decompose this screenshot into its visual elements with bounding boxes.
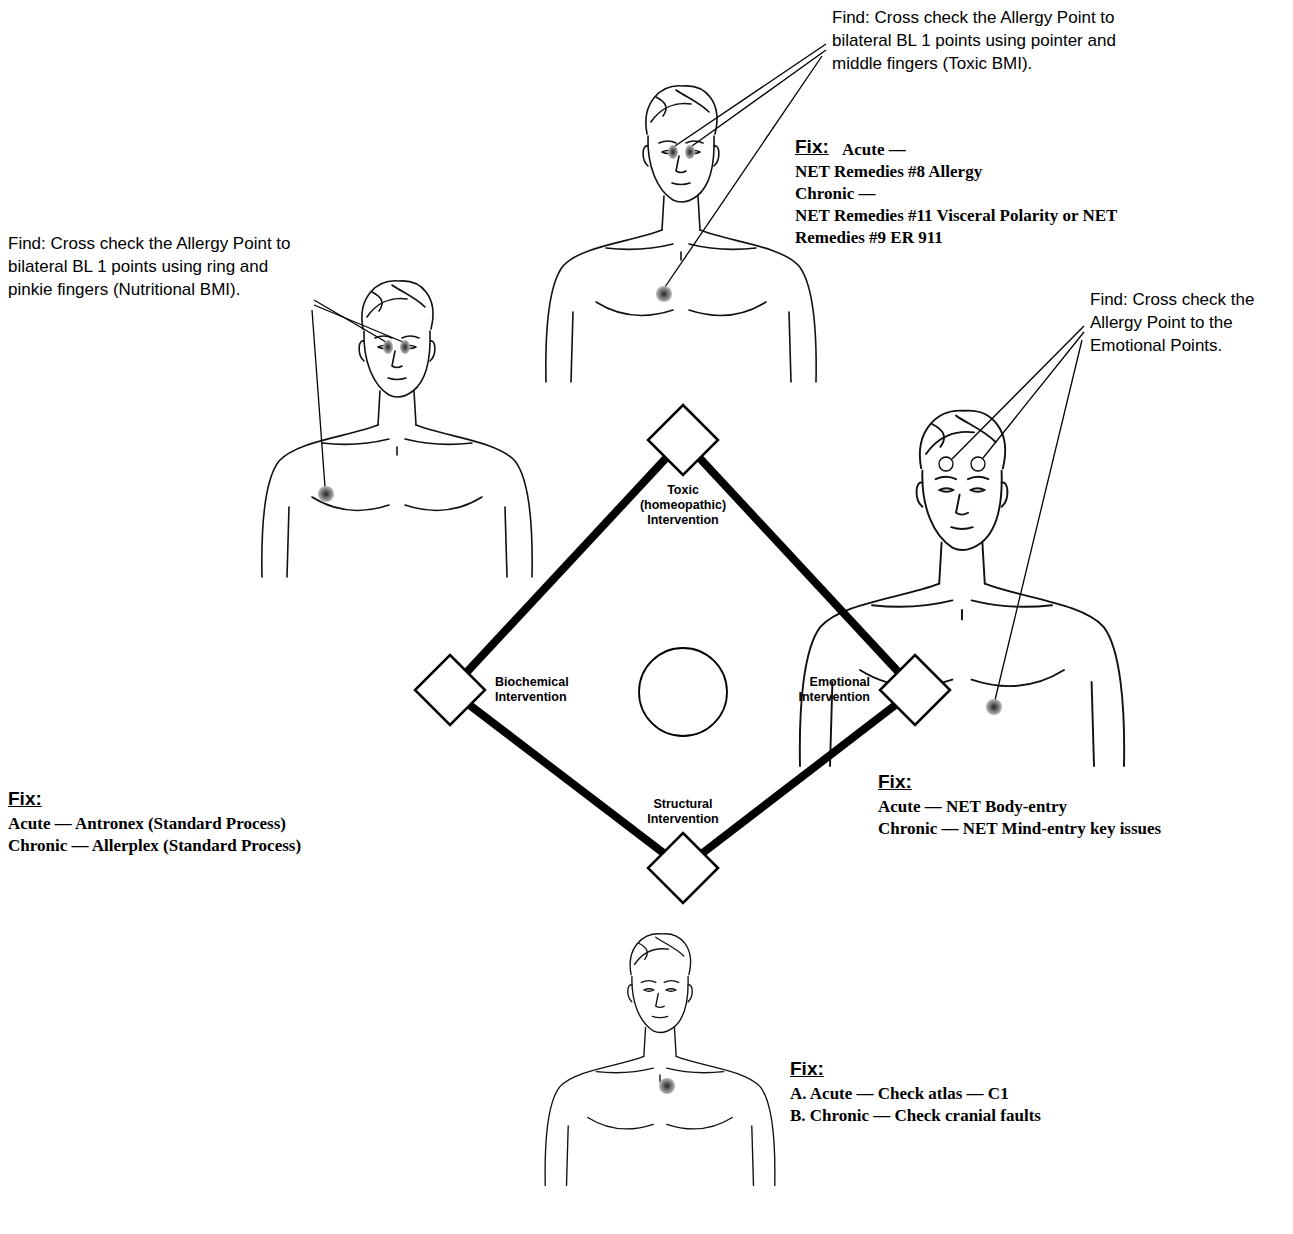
base-diamond: Biochemical Intervention (413, 653, 487, 727)
leader-line (995, 340, 1082, 700)
base-diamond: Toxic (homeopathic) Intervention (646, 403, 720, 477)
allergy-point (659, 1078, 675, 1094)
emotional-point (939, 457, 953, 471)
base-label: Emotional Intervention (770, 675, 870, 705)
diamond-outline (878, 653, 952, 727)
diamond-outline (413, 653, 487, 727)
diamond-shape (648, 833, 718, 903)
allergy-point (318, 486, 334, 502)
fix-note: Chronic — NET Mind-entry key issues (878, 818, 1161, 840)
fix-note: NET Remedies #11 Visceral Polarity or NE… (795, 205, 1135, 249)
fix-heading: Fix: (8, 788, 42, 810)
fix-note: Acute — Antronex (Standard Process) (8, 813, 286, 835)
bl1-point (685, 145, 695, 159)
bl1-point (383, 340, 393, 354)
bl1-point (400, 340, 410, 354)
base-diamond: Structural Intervention (646, 831, 720, 905)
diamond-shape (880, 655, 950, 725)
leader-line (692, 50, 826, 146)
base-path (467, 458, 666, 672)
fix-note: Chronic — (795, 183, 875, 205)
fix-note: Chronic — Allerplex (Standard Process) (8, 835, 301, 857)
diamond-shape (648, 405, 718, 475)
base-path (700, 458, 898, 672)
torso-figure (800, 411, 1124, 766)
find-note: Find: Cross check the Allergy Point to b… (8, 232, 308, 301)
diamond-outline (646, 831, 720, 905)
leader-line (314, 305, 403, 342)
fix-note: NET Remedies #8 Allergy (795, 161, 982, 183)
leader-line (312, 310, 325, 487)
fix-note: Acute — NET Body-entry (878, 796, 1067, 818)
leader-lines (312, 44, 1084, 700)
base-label: Biochemical Intervention (495, 675, 595, 705)
center-circle (639, 648, 727, 736)
allergy-point (656, 286, 672, 302)
allergy-point (986, 699, 1002, 715)
diamond-outline (646, 403, 720, 477)
fix-note: B. Chronic — Check cranial faults (790, 1105, 1041, 1127)
torso-figure (546, 86, 816, 382)
base-path (703, 705, 895, 853)
torso-figure (262, 281, 532, 577)
fix-note: Acute — (842, 139, 906, 161)
diamond-shape (415, 655, 485, 725)
find-note: Find: Cross check the Allergy Point to t… (1090, 288, 1285, 357)
base-label: Toxic (homeopathic) Intervention (633, 483, 733, 528)
leader-line (314, 300, 386, 342)
fix-heading: Fix: (790, 1058, 824, 1080)
base-label: Structural Intervention (633, 797, 733, 827)
torso-figure (545, 934, 775, 1186)
fix-heading: Fix: (795, 136, 829, 158)
emotional-point (971, 457, 985, 471)
base-diamond: Emotional Intervention (878, 653, 952, 727)
find-note: Find: Cross check the Allergy Point to b… (832, 6, 1132, 75)
base-path (470, 705, 663, 853)
leader-line (952, 326, 1084, 459)
leader-line (675, 44, 826, 146)
fix-heading: Fix: (878, 771, 912, 793)
fix-note: A. Acute — Check atlas — C1 (790, 1083, 1009, 1105)
bl1-point (668, 145, 678, 159)
